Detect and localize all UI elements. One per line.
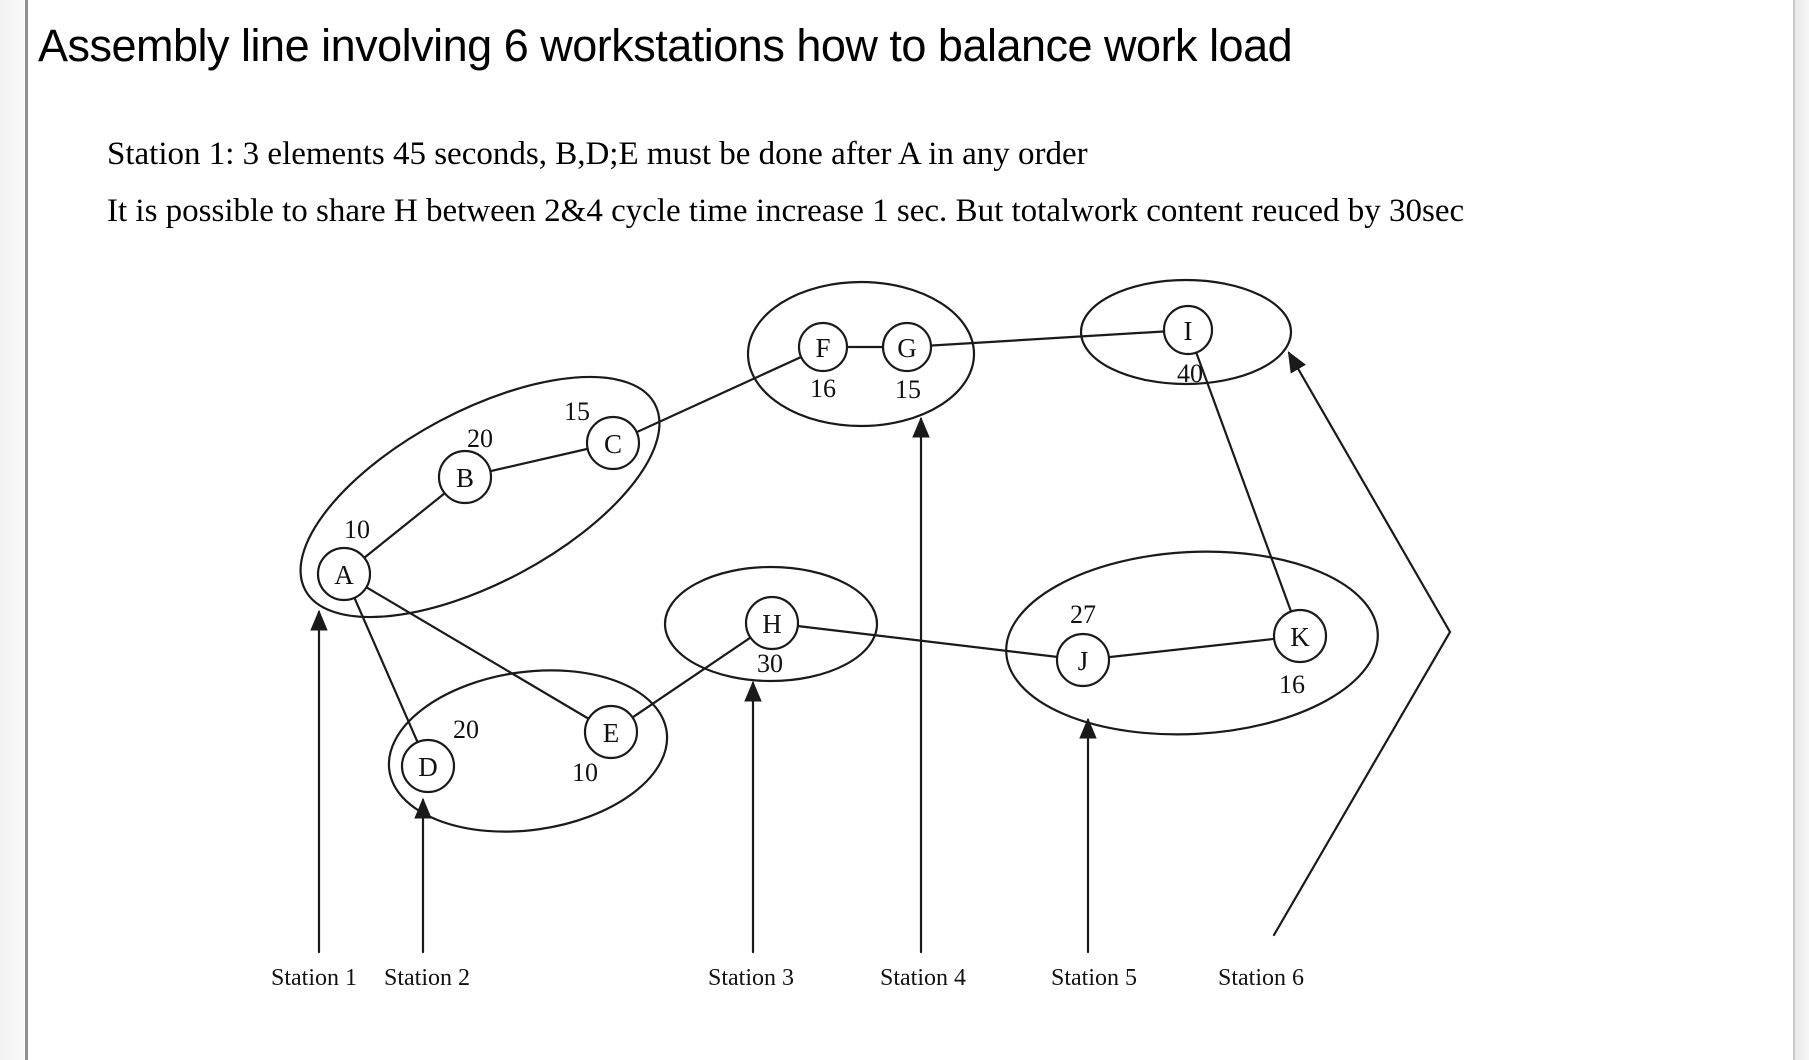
node-H-circle: [744, 595, 800, 651]
page-title: Assembly line involving 6 workstations h…: [38, 20, 1293, 71]
node-J-label: J: [1078, 646, 1089, 676]
node-H-time: 30: [757, 649, 783, 678]
edge-I-K: [1186, 328, 1302, 638]
node-K-circle: [1272, 608, 1328, 664]
edge-E-H: [609, 621, 774, 734]
node-K-label: K: [1290, 622, 1310, 652]
node-C-label: C: [604, 429, 622, 459]
edge-C-F: [611, 345, 825, 445]
node-D-label: D: [418, 752, 438, 782]
station-6-group-ellipse: [1079, 278, 1293, 386]
station-5-label: Station 5: [1051, 965, 1137, 991]
node-G-time: 15: [895, 375, 921, 404]
node-G-circle: [881, 321, 933, 373]
node-E-label: E: [603, 718, 620, 748]
station-2-label: Station 2: [384, 965, 470, 991]
node-B-circle: [437, 449, 493, 505]
node-H-label: H: [762, 609, 782, 639]
station-4-label: Station 4: [880, 965, 966, 991]
node-D-time: 20: [453, 715, 479, 744]
edge-J-K: [1081, 634, 1302, 662]
node-I-circle: [1162, 304, 1214, 356]
node-I-time: 40: [1177, 359, 1203, 388]
edge-A-E: [342, 572, 613, 734]
node-G-label: G: [897, 333, 917, 363]
page-edge-right: [1793, 0, 1809, 1060]
node-C-time: 15: [564, 397, 590, 426]
station-5-group-ellipse: [1005, 550, 1379, 736]
node-F-circle: [797, 321, 849, 373]
node-I-label: I: [1184, 316, 1193, 346]
node-A-time: 10: [344, 515, 370, 544]
station-6-arrow: [1272, 351, 1452, 937]
node-D-circle: [400, 738, 456, 794]
station-2-group-ellipse: [387, 669, 669, 833]
page-edge-left: [0, 0, 28, 1060]
node-J-circle: [1055, 632, 1111, 688]
node-E-time: 10: [572, 758, 598, 787]
note-station1: Station 1: 3 elements 45 seconds, B,D;E …: [107, 136, 1088, 172]
node-A-label: A: [334, 560, 354, 590]
edge-A-D: [342, 572, 430, 768]
node-A-circle: [316, 546, 372, 602]
node-B-time: 20: [467, 424, 493, 453]
station-1-label: Station 1: [271, 965, 357, 991]
station-1-group-ellipse: [299, 375, 661, 619]
node-C-circle: [585, 415, 641, 471]
station-6-label: Station 6: [1218, 965, 1304, 991]
node-K-time: 16: [1279, 670, 1305, 699]
node-J-time: 27: [1070, 600, 1096, 629]
station-3-group-ellipse: [663, 565, 879, 683]
node-E-circle: [583, 704, 639, 760]
note-sharing: It is possible to share H between 2&4 cy…: [107, 193, 1465, 229]
station-4-group-ellipse: [746, 280, 976, 428]
node-F-time: 16: [810, 374, 836, 403]
station-3-label: Station 3: [708, 965, 794, 991]
edge-G-I: [905, 328, 1190, 349]
node-F-label: F: [815, 333, 830, 363]
edge-H-J: [770, 621, 1085, 662]
node-B-label: B: [456, 463, 474, 493]
